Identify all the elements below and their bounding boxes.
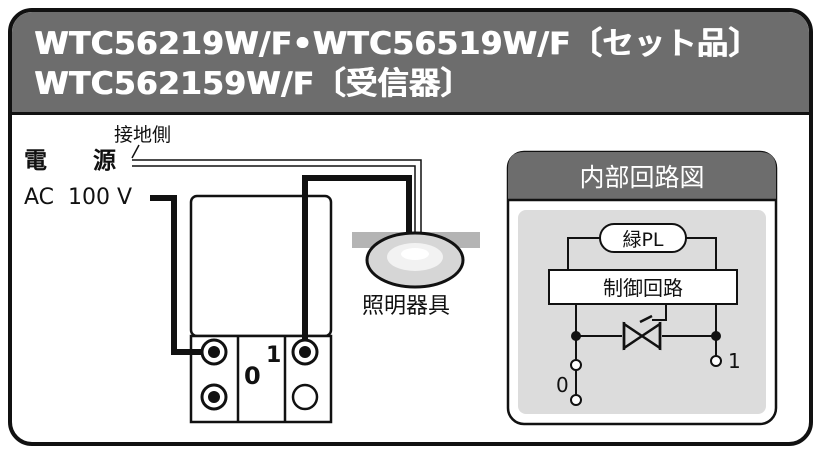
model-title-line1: WTC56219W/F•WTC56519W/F〔セット品〕	[34, 26, 760, 62]
model-title-line2: WTC562159W/F〔受信器〕	[34, 66, 472, 102]
triac-symbol	[622, 314, 662, 351]
header-bar: WTC56219W/F•WTC56519W/F〔セット品〕 WTC562159W…	[12, 12, 809, 115]
ac-voltage-label: AC 100 V	[24, 185, 132, 210]
control-circuit-label: 制御回路	[603, 276, 683, 300]
terminal-1-top	[291, 338, 319, 366]
pilot-lamp-label: 緑PL	[622, 229, 663, 251]
ground-side-label: 接地側	[114, 124, 171, 146]
terminal-0-top	[200, 338, 228, 366]
control-circuit-box	[548, 269, 738, 305]
gate-wire	[652, 304, 667, 321]
pilot-lamp	[599, 223, 687, 253]
power-label: 電 源	[24, 148, 116, 174]
switch-terminal-0-label: 0	[244, 362, 261, 390]
internal-terminal-0-bottom	[570, 394, 582, 406]
live-wire-1	[302, 175, 412, 352]
pl-loop-right	[686, 237, 717, 270]
light-fixture-label: 照明器具	[362, 294, 450, 319]
ground-side-pointer	[131, 144, 140, 159]
pl-loop-left	[567, 237, 600, 270]
terminal-0-bottom	[200, 383, 228, 411]
ground-side-wire	[132, 159, 422, 234]
internal-terminal-1	[710, 355, 722, 367]
light-fixture	[352, 231, 480, 289]
live-wire-0	[150, 195, 214, 355]
internal-circuit-title: 内部回路図	[579, 163, 704, 192]
internal-terminal-1-label: 1	[728, 349, 741, 373]
internal-terminal-0-top	[570, 359, 582, 371]
terminal-1-bottom-empty	[291, 383, 319, 411]
switch-terminal-1-label: 1	[266, 343, 281, 368]
internal-terminal-0-label: 0	[556, 373, 569, 397]
